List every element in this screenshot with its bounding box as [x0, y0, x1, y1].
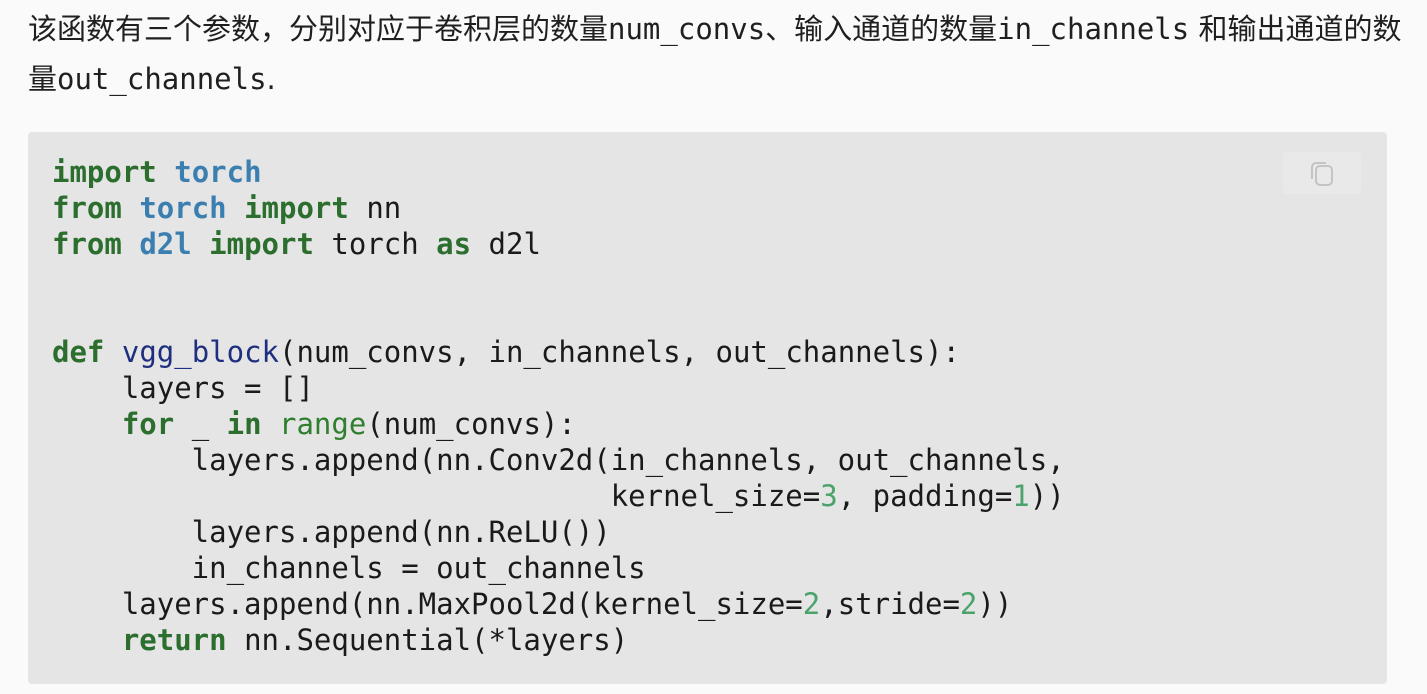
copy-icon	[1311, 162, 1333, 186]
code-text: layers.append(nn.MaxPool2d(kernel_size=	[52, 587, 803, 621]
intro-text-2: 、输入通道的数量	[765, 12, 998, 46]
number-literal: 1	[1012, 479, 1030, 513]
code-line: layers.append(nn.ReLU())	[52, 515, 611, 549]
function-name: vgg_block	[121, 335, 279, 369]
code-line: layers = []	[52, 371, 314, 405]
keyword: def	[52, 335, 105, 369]
code-text: , padding=	[837, 479, 1013, 513]
code-line: layers.append(nn.Conv2d(in_channels, out…	[52, 443, 1065, 477]
number-literal: 2	[959, 587, 978, 621]
code-line: in_channels = out_channels	[52, 551, 646, 585]
code-text: ))	[977, 587, 1013, 621]
code-text: nn.Sequential(*layers)	[226, 623, 629, 657]
keyword: from	[52, 227, 122, 261]
code-text: d2l	[471, 227, 541, 261]
keyword: import	[244, 191, 349, 225]
module-name: torch	[174, 155, 262, 189]
code-line: from torch import nn	[52, 191, 401, 225]
keyword: from	[52, 191, 122, 225]
code-text: _	[174, 407, 227, 441]
intro-text-3: 和输出通道的数量	[28, 12, 1402, 96]
keyword: for	[121, 407, 175, 441]
keyword: return	[121, 623, 227, 657]
intro-paragraph: 该函数有三个参数，分别对应于卷积层的数量num_convs、输入通道的数量in_…	[28, 4, 1403, 104]
keyword: import	[52, 155, 157, 189]
code-text: (num_convs, in_channels, out_channels):	[279, 335, 960, 369]
code-line: def vgg_block(num_convs, in_channels, ou…	[52, 335, 960, 369]
code-text: nn	[366, 191, 402, 225]
number-literal: 2	[802, 587, 821, 621]
code-line: layers.append(nn.MaxPool2d(kernel_size=2…	[52, 587, 1012, 621]
code-text: ))	[1029, 479, 1065, 513]
intro-text-4: .	[266, 62, 276, 96]
code-line: kernel_size=3, padding=1))	[52, 479, 1065, 513]
code-text: kernel_size=	[52, 479, 821, 513]
intro-text-1: 该函数有三个参数，分别对应于卷积层的数量	[28, 12, 609, 46]
code-line: for _ in range(num_convs):	[52, 407, 576, 441]
code-line: from d2l import torch as d2l	[52, 227, 541, 261]
code-block: import torch from torch import nn from d…	[28, 132, 1387, 684]
copy-button[interactable]	[1283, 152, 1361, 194]
builtin-name: range	[279, 407, 367, 441]
code-text: ,stride=	[820, 587, 960, 621]
module-name: torch	[139, 191, 227, 225]
code-content: import torch from torch import nn from d…	[52, 154, 1065, 658]
code-text: (num_convs):	[366, 407, 576, 441]
code-line: return nn.Sequential(*layers)	[52, 623, 628, 657]
code-text: torch	[313, 227, 437, 261]
inline-code-in-channels: in_channels	[997, 12, 1190, 46]
inline-code-out-channels: out_channels	[57, 62, 267, 96]
keyword: as	[436, 227, 472, 261]
inline-code-num-convs: num_convs	[608, 12, 766, 46]
module-name: d2l	[139, 227, 192, 261]
code-line: import torch	[52, 155, 262, 189]
number-literal: 3	[820, 479, 838, 513]
keyword: import	[209, 227, 314, 261]
keyword: in	[226, 407, 262, 441]
